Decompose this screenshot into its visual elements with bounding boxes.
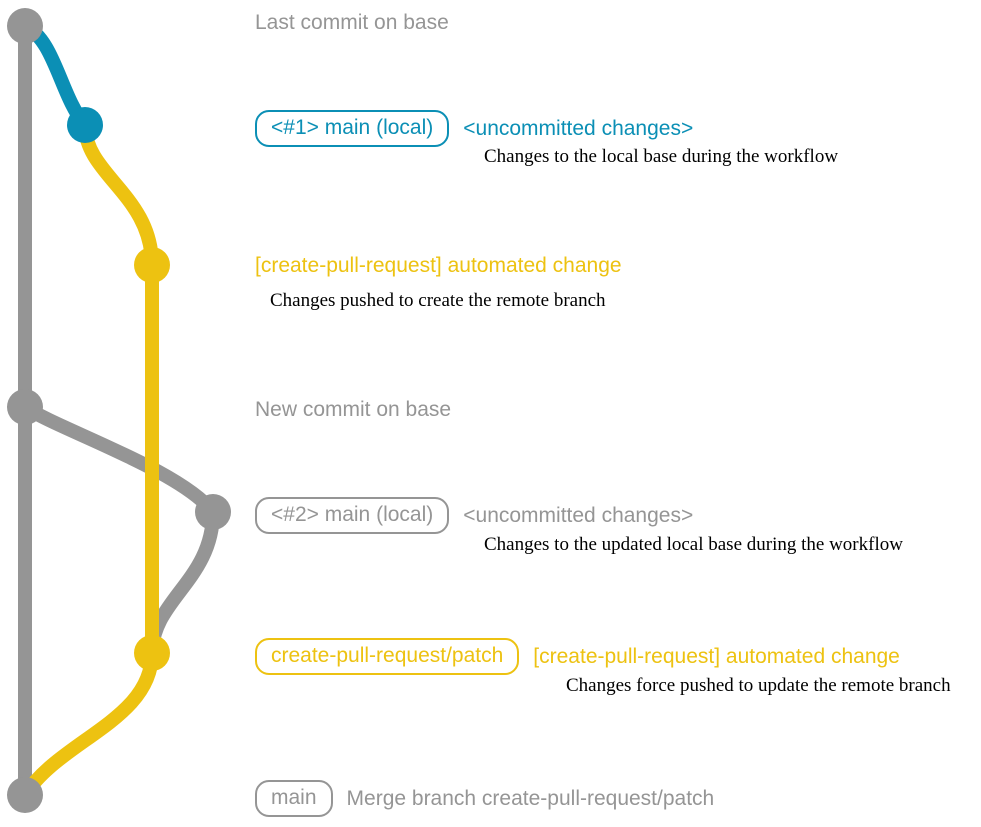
commit-message-last-commit-on-base: Last commit on base [255, 11, 449, 34]
commit-message-automated-change-1: [create-pull-request] automated change [255, 254, 622, 277]
local1-to-patch1-line [78, 118, 159, 272]
commit-node-merge[interactable] [7, 777, 43, 813]
commit-node-patch-1[interactable] [134, 247, 170, 283]
base-to-local2-line [18, 400, 220, 519]
commit-node-local-1[interactable] [67, 107, 103, 143]
commit-message-local-change-2: <uncommitted changes> [463, 504, 694, 527]
row-automated-change-2: create-pull-request/patch [create-pull-r… [255, 638, 900, 675]
commit-message-merge: Merge branch create-pull-request/patch [346, 787, 715, 810]
row-local-change-2: <#2> main (local) <uncommitted changes> [255, 497, 693, 534]
branch-pill-create-pull-request-patch[interactable]: create-pull-request/patch [255, 638, 520, 675]
branch-pill-main-local-1[interactable]: <#1> main (local) [255, 110, 450, 147]
commit-message-local-change-1: <uncommitted changes> [463, 117, 694, 140]
local2-to-patch2-line [145, 505, 220, 660]
row-new-commit-on-base: New commit on base [255, 399, 451, 420]
commit-node-patch-2[interactable] [134, 635, 170, 671]
row-local-change-1: <#1> main (local) <uncommitted changes> [255, 110, 693, 147]
row-automated-change-1: [create-pull-request] automated change [255, 255, 622, 276]
branch-pill-main[interactable]: main [255, 780, 333, 817]
description-local-change-1: Changes to the local base during the wor… [484, 146, 839, 167]
description-local-change-2: Changes to the updated local base during… [484, 534, 903, 555]
commit-message-automated-change-2: [create-pull-request] automated change [533, 645, 900, 668]
description-automated-change-2: Changes force pushed to update the remot… [566, 675, 951, 696]
branch-pill-main-local-2[interactable]: <#2> main (local) [255, 497, 450, 534]
row-merge-commit: main Merge branch create-pull-request/pa… [255, 780, 714, 817]
patch2-to-merge-line [18, 646, 159, 802]
commit-node-base-head[interactable] [7, 8, 43, 44]
commit-node-base-new[interactable] [7, 389, 43, 425]
commit-node-local-2[interactable] [195, 494, 231, 530]
commit-message-new-commit-on-base: New commit on base [255, 398, 452, 421]
description-automated-change-1: Changes pushed to create the remote bran… [270, 290, 606, 311]
row-last-commit-on-base: Last commit on base [255, 12, 449, 33]
